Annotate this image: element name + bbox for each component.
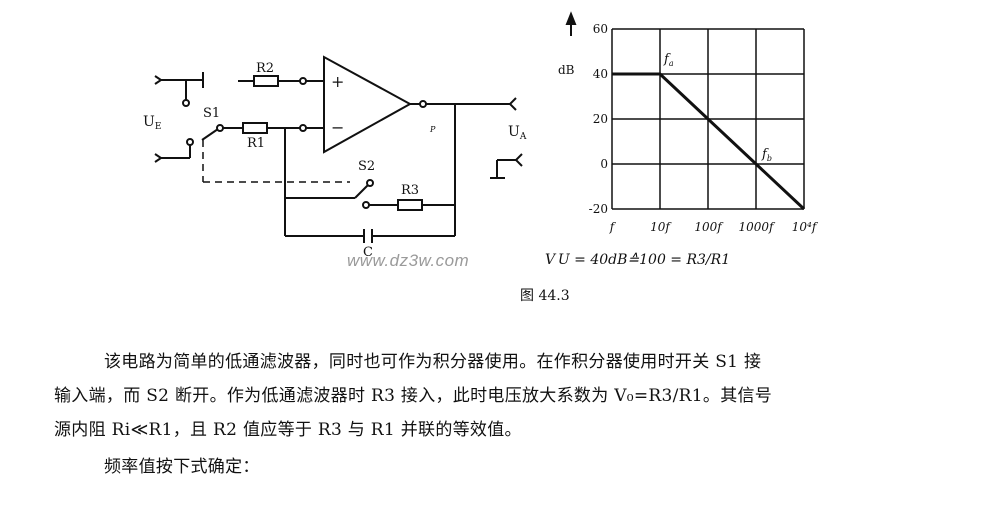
ua-sub: A <box>519 132 527 142</box>
response-line <box>612 72 806 211</box>
x-tick-label: f <box>609 220 617 234</box>
chart-series <box>612 72 806 211</box>
paragraph-line-3: 源内阻 Ri≪R1，且 R2 值应等于 R3 与 R1 并联的等效值。 <box>54 420 522 440</box>
paragraph-line-4: 频率值按下式确定： <box>104 457 260 477</box>
bode-chart: dB 60 40 20 0 -20 f 10f 100f 1000f 10⁴f fa fb <box>558 11 819 234</box>
paragraph-line-1: 该电路为简单的低通滤波器，同时也可作为积分器使用。在作积分器使用时开关 S1 接 <box>104 352 762 372</box>
fb-annotation: fb <box>761 147 772 163</box>
ua-label: UA <box>508 124 527 142</box>
r3-label: R3 <box>401 183 419 198</box>
x-tick-label: 1000f <box>739 220 777 234</box>
r2-label: R2 <box>256 61 274 76</box>
x-tick-labels: f 10f 100f 1000f 10⁴f <box>609 220 819 234</box>
s2-label: S2 <box>358 159 375 174</box>
y-tick-label: -20 <box>589 202 608 216</box>
watermark: www.dz3w.com <box>347 251 470 270</box>
ue-sub: E <box>155 122 162 132</box>
p-label: P <box>429 125 436 134</box>
y-tick-label: 40 <box>593 67 608 81</box>
s1-label: S1 <box>203 106 220 121</box>
y-axis-label: dB <box>558 63 575 77</box>
plus-sign: + <box>331 72 344 91</box>
x-tick-label: 10f <box>650 220 672 234</box>
figure-caption: 图 44.3 <box>520 288 570 304</box>
minus-sign: − <box>331 118 344 137</box>
x-tick-label: 10⁴f <box>792 220 819 234</box>
paragraph-line-2: 输入端，而 S2 断开。作为低通滤波器时 R3 接入，此时电压放大系数为 V₀=… <box>54 386 773 406</box>
x-tick-label: 100f <box>694 220 724 234</box>
circuit-diagram: R2 R1 R3 S1 S2 C UE UA + − P <box>143 55 527 260</box>
fa-sub: a <box>669 59 674 68</box>
y-tick-labels: 60 40 20 0 -20 <box>589 22 608 216</box>
y-tick-label: 60 <box>593 22 608 36</box>
r1-label: R1 <box>247 136 265 151</box>
ue-label: UE <box>143 114 161 132</box>
fa-annotation: fa <box>663 52 674 68</box>
y-tick-label: 0 <box>600 157 608 171</box>
y-tick-label: 20 <box>593 112 608 126</box>
c-label: C <box>363 245 373 260</box>
formula: V U = 40dB≙100 = R3/R1 <box>545 252 731 268</box>
fb-sub: b <box>767 154 772 163</box>
